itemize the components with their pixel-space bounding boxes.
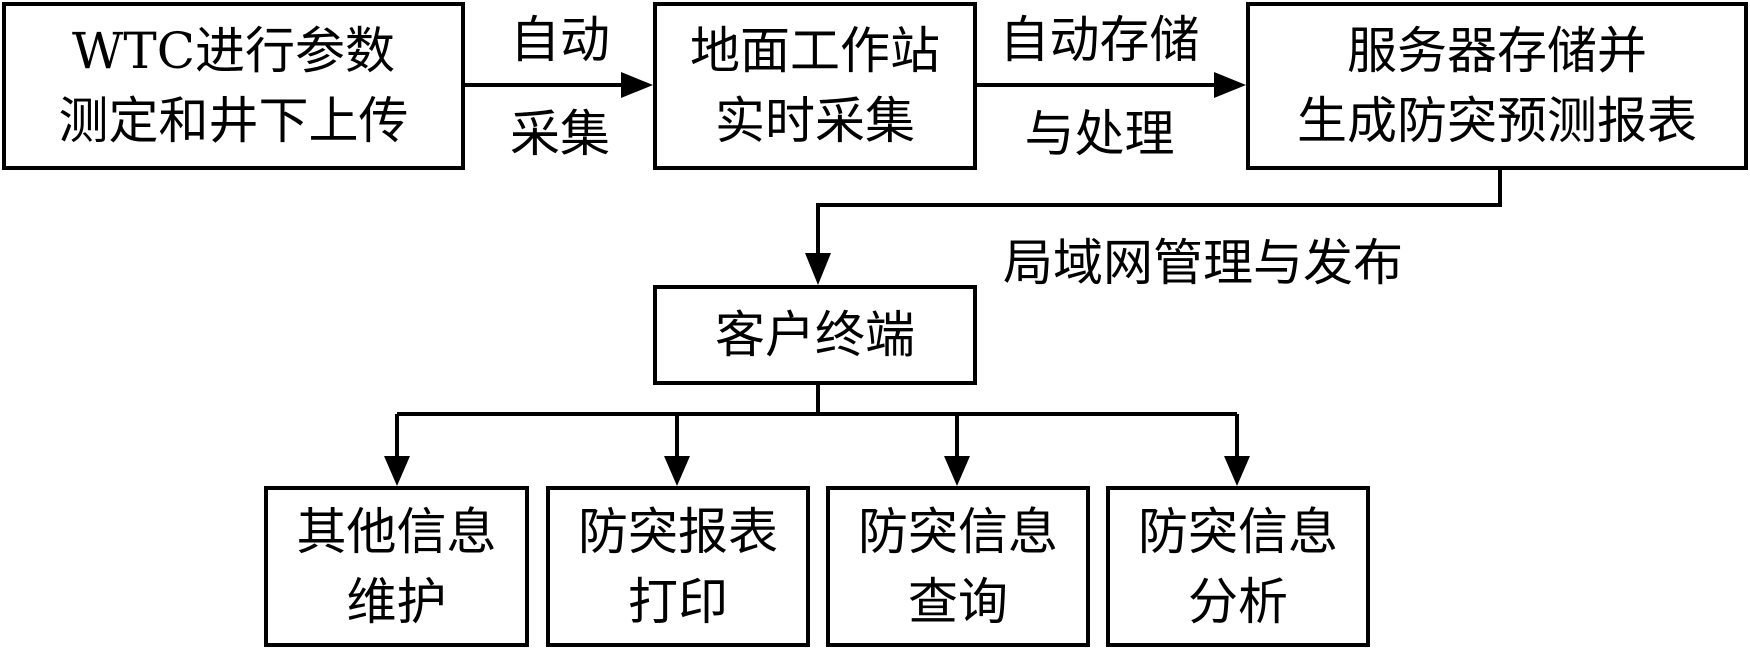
outburst-report-print-line2: 打印 bbox=[628, 572, 728, 631]
arrowhead-branch-1 bbox=[384, 456, 410, 486]
wtc-measurement-line1: WTC进行参数 bbox=[72, 22, 395, 80]
outburst-info-analysis-line1: 防突信息 bbox=[1138, 502, 1338, 561]
ground-workstation-box: 地面工作站 实时采集 bbox=[653, 2, 977, 170]
wtc-measurement-box: WTC进行参数 测定和井下上传 bbox=[2, 2, 465, 170]
other-info-maintenance-box: 其他信息 维护 bbox=[264, 486, 529, 647]
lan-management-label: 局域网管理与发布 bbox=[1003, 234, 1403, 292]
outburst-info-query-box: 防突信息 查询 bbox=[826, 486, 1090, 647]
auto-collect-label: 自动 采集 bbox=[470, 5, 650, 169]
arrowhead-lan bbox=[805, 253, 831, 285]
server-storage-line1: 服务器存储并 bbox=[1347, 22, 1647, 80]
other-info-maintenance-line2: 维护 bbox=[346, 572, 447, 631]
arrowhead-branch-3 bbox=[944, 456, 970, 486]
outburst-report-print-line1: 防突报表 bbox=[578, 502, 778, 561]
client-terminal-label: 客户终端 bbox=[715, 306, 915, 364]
arrow-lan-line bbox=[816, 168, 1502, 255]
auto-store-label-line2: 与处理 bbox=[1024, 105, 1175, 163]
auto-collect-label-line1: 自动 bbox=[510, 11, 610, 69]
server-storage-box: 服务器存储并 生成防突预测报表 bbox=[1246, 2, 1748, 170]
ground-workstation-line1: 地面工作站 bbox=[690, 22, 940, 80]
arrowhead-branch-4 bbox=[1224, 456, 1250, 486]
client-terminal-box: 客户终端 bbox=[653, 285, 977, 385]
arrowhead-collect bbox=[621, 72, 653, 98]
server-storage-line2: 生成防突预测报表 bbox=[1297, 92, 1697, 150]
auto-store-label-line1: 自动存储 bbox=[999, 11, 1200, 69]
outburst-info-query-line2: 查询 bbox=[908, 572, 1008, 631]
outburst-report-print-box: 防突报表 打印 bbox=[546, 486, 810, 647]
ground-workstation-line2: 实时采集 bbox=[715, 92, 915, 150]
outburst-info-analysis-box: 防突信息 分析 bbox=[1106, 486, 1370, 647]
auto-collect-label-line2: 采集 bbox=[510, 105, 610, 163]
outburst-info-analysis-line2: 分析 bbox=[1188, 572, 1288, 631]
other-info-maintenance-line1: 其他信息 bbox=[296, 502, 497, 561]
wtc-measurement-line2: 测定和井下上传 bbox=[58, 92, 409, 150]
auto-store-label: 自动存储 与处理 bbox=[977, 5, 1222, 169]
outburst-info-query-line1: 防突信息 bbox=[858, 502, 1058, 561]
arrowhead-store bbox=[1214, 72, 1246, 98]
arrowhead-branch-2 bbox=[664, 456, 690, 486]
